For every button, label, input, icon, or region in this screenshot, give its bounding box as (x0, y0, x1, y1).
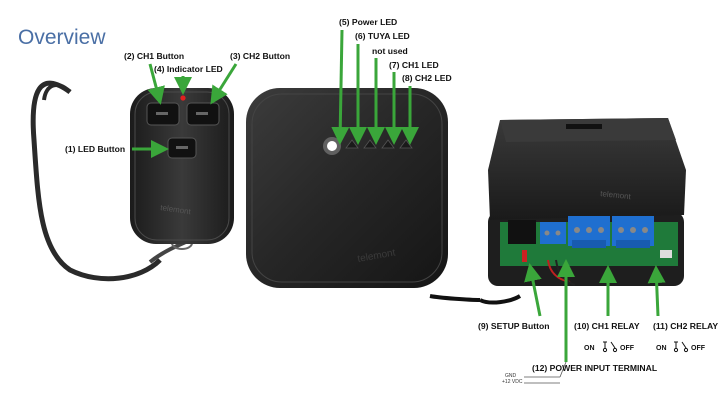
label-power-input: (12) POWER INPUT TERMINAL (532, 363, 658, 373)
terminal-12v-label: +12 VDC (502, 379, 523, 385)
label-tuya-led: (6) TUYA LED (355, 31, 410, 41)
ch2-on-label: ON (656, 345, 667, 352)
arrow-ch1-button (147, 63, 165, 105)
label-not-used: not used (372, 46, 408, 56)
relay-switch-symbols (602, 341, 689, 353)
arrow-setup-button (524, 263, 542, 317)
receiver-front: telemont (246, 88, 448, 288)
indicator-led (180, 95, 186, 101)
terminal-leads (524, 361, 567, 384)
callout-arrows (132, 29, 666, 362)
ch1-off-label: OFF (620, 345, 634, 352)
label-ch1-led: (7) CH1 LED (389, 60, 439, 70)
overview-title: Overview (18, 26, 106, 49)
label-ch1-button: (2) CH1 Button (124, 51, 185, 61)
label-ch2-relay: (11) CH2 RELAY (653, 321, 719, 331)
label-indicator-led: (4) Indicator LED (154, 64, 223, 74)
arrow-ch2-relay (647, 265, 666, 317)
ch2-off-label: OFF (691, 345, 705, 352)
label-led-button: (1) LED Button (65, 144, 126, 154)
label-setup-button: (9) SETUP Button (478, 321, 550, 331)
arrow-ch2-button (210, 63, 238, 105)
label-ch2-button: (3) CH2 Button (230, 51, 291, 61)
svg-text:telemont: telemont (600, 189, 632, 201)
remote-fob: telemont (30, 80, 234, 282)
label-ch1-relay: (10) CH1 RELAY (574, 321, 640, 331)
ch1-on-label: ON (584, 345, 595, 352)
svg-text:telemont: telemont (160, 203, 192, 216)
receiver-open: telemont (429, 118, 686, 305)
label-ch2-led: (8) CH2 LED (402, 73, 452, 83)
label-power-led: (5) Power LED (339, 17, 398, 27)
terminal-gnd-label: GND (505, 373, 517, 379)
arrow-power-led (331, 29, 350, 145)
